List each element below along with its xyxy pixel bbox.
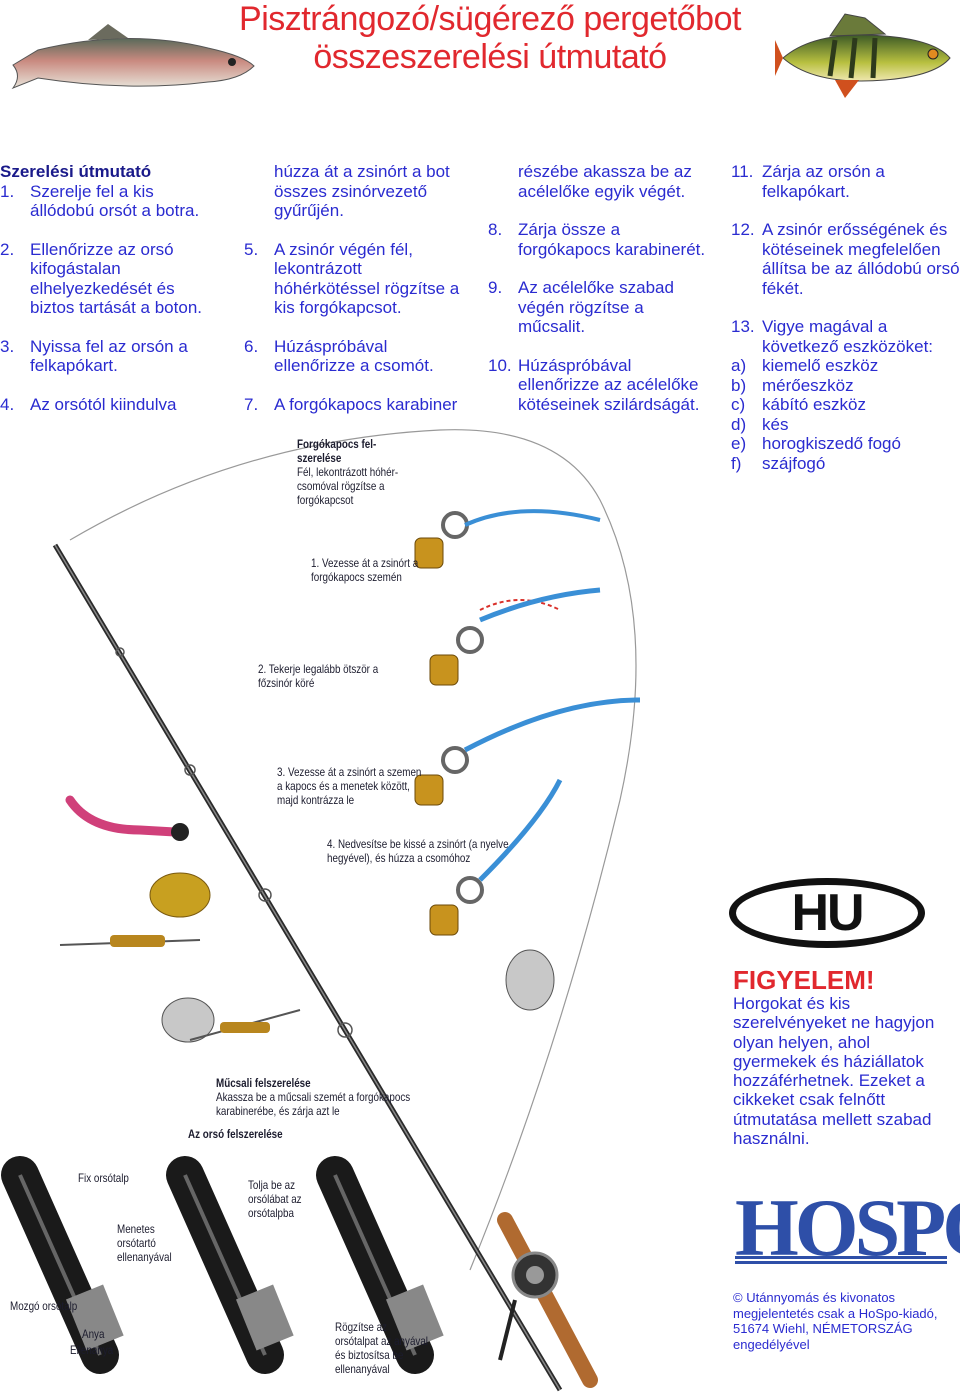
list-item: 8.Zárja össze a forgókapocs karabinerét. xyxy=(488,220,706,259)
fix-seat-label: Fix orsótalp xyxy=(78,1171,129,1185)
list-item: 12.A zsinór erősségének és kötéseinek me… xyxy=(731,220,960,298)
instructions-column-3: részébe akassza be az acélelőke egyik vé… xyxy=(488,162,713,433)
copyright-notice: © Utánnyomás és kivonatos megjelentetés … xyxy=(733,1290,938,1352)
hospo-logo: HOSPO xyxy=(735,1187,960,1269)
list-item: 1.Szerelje fel a kis állódobú orsót a bo… xyxy=(0,181,200,221)
warning-text: Horgokat és kis szerelvényeket ne hagyjo… xyxy=(733,994,935,1149)
list-item: 13.Vigye magával a következő eszközöket: xyxy=(731,317,934,356)
threaded-seat-label: Menetes orsótartó ellenanyával xyxy=(117,1222,172,1264)
list-item: 2.Ellenőrizze az orsó kifogástalan elhel… xyxy=(0,239,202,318)
knot-step-2 xyxy=(429,587,601,686)
swivel-caption: Forgókapocs fel- szerelése Fél, lekontrá… xyxy=(297,437,399,507)
fishing-line xyxy=(69,429,637,1271)
push-in-label: Tolja be az orsólábat az orsótalpba xyxy=(248,1178,302,1220)
reel-seat-3-icon xyxy=(316,1156,444,1374)
instructions-heading: Szerelési útmutató xyxy=(0,162,152,181)
knot-step-1 xyxy=(414,509,601,569)
reel-icon xyxy=(498,1251,559,1361)
perch-illustration xyxy=(775,13,951,98)
spinner-lure-silver-2-icon xyxy=(505,949,555,1011)
lock-nut-label: Ellenanya xyxy=(70,1343,114,1357)
step-4-caption: 4. Nedvesítse be kissé a zsinórt (a nyel… xyxy=(327,837,509,865)
tool-item: b)mérőeszköz xyxy=(731,375,854,395)
step-1-caption: 1. Vezesse át a zsinórt a forgókapocs sz… xyxy=(311,556,419,584)
lure-caption: Műcsali felszerelése Akassza be a műcsal… xyxy=(216,1076,411,1118)
country-badge: HU xyxy=(729,878,925,948)
tool-item: e)horogkiszedő fogó xyxy=(731,434,901,453)
list-item: 5.A zsinór végén fél, lekontrázott hóhér… xyxy=(244,239,460,318)
step-3-caption: 3. Vezesse át a zsinórt a szemen a kapoc… xyxy=(277,765,422,807)
list-item: húzza át a zsinórt a bot összes zsinórve… xyxy=(274,162,450,220)
grub-lure-icon xyxy=(65,795,189,841)
tool-item: d)kés xyxy=(731,414,789,434)
tool-item: f)szájfogó xyxy=(731,453,826,473)
knot-step-4 xyxy=(429,778,563,936)
tool-item: a)kiemelő eszköz xyxy=(731,356,879,375)
spinner-lure-gold-icon xyxy=(59,872,211,947)
nut-label: Anya xyxy=(82,1327,105,1341)
warning-title: FIGYELEM! xyxy=(733,965,875,995)
list-item: 6.Húzáspróbával ellenőrizze a csomót. xyxy=(244,336,434,376)
reel-caption: Az orsó felszerelése xyxy=(188,1127,283,1141)
reel-seat-2-icon xyxy=(166,1156,294,1374)
cork-handle xyxy=(497,1212,598,1388)
rod-guides xyxy=(115,647,353,1038)
page-title: Pisztrángozó/sügérező pergetőbot összesz… xyxy=(239,0,741,76)
list-item: 9.Az acélelőke szabad végén rögzítse a m… xyxy=(488,278,674,336)
instructions-column-1: Szerelési útmutató 1.Szerelje fel a kis … xyxy=(0,162,220,433)
knot-step-3 xyxy=(414,697,641,806)
list-item: részébe akassza be az acélelőke egyik vé… xyxy=(518,162,692,201)
list-item: 11.Zárja az orsón a felkapókart. xyxy=(731,162,885,201)
list-item: 7.A forgókapocs karabiner xyxy=(244,394,458,414)
instructions-column-2: húzza át a zsinórt a bot összes zsinórve… xyxy=(244,162,472,433)
instructions-column-4: 11.Zárja az orsón a felkapókart. 12.A zs… xyxy=(731,162,960,473)
trout-illustration xyxy=(11,24,255,90)
tool-item: c)kábító eszköz xyxy=(731,395,866,414)
spinner-lure-silver-icon xyxy=(161,997,301,1043)
step-2-caption: 2. Tekerje legalább ötször a főzsinór kö… xyxy=(258,662,379,690)
movable-seat-label: Mozgó orsótalp xyxy=(10,1299,78,1313)
list-item: 3.Nyissa fel az orsón a felkapókart. xyxy=(0,336,188,376)
rod-blank-highlight xyxy=(54,544,561,1391)
list-item: 4.Az orsótól kiindulva xyxy=(0,394,177,414)
reel-seat-1-icon xyxy=(1,1156,124,1374)
list-item: 10.Húzáspróbával ellenőrizze az acélelők… xyxy=(488,355,700,414)
fix-seat-instruction: Rögzítse az orsótalpat az anyával és biz… xyxy=(335,1320,428,1376)
